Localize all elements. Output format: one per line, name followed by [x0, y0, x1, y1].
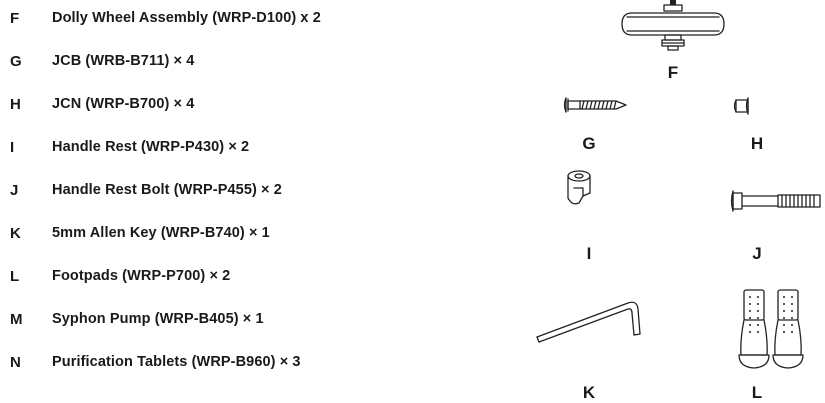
part-description: 5mm Allen Key (WRP-B740) × 1	[52, 225, 270, 241]
figure-label-i: I	[586, 244, 592, 263]
jcn-nut-illustration	[733, 97, 749, 115]
figure-label-f: F	[667, 63, 679, 82]
part-description: Handle Rest Bolt (WRP-P455) × 2	[52, 182, 282, 198]
part-letter: H	[10, 95, 21, 113]
dolly-wheel-illustration	[621, 0, 725, 51]
part-letter: M	[10, 310, 23, 328]
part-description: Handle Rest (WRP-P430) × 2	[52, 139, 250, 155]
figure-label-l: L	[751, 383, 763, 402]
part-description: Footpads (WRP-P700) × 2	[52, 268, 231, 284]
figure-label-h: H	[750, 134, 764, 153]
part-description: Syphon Pump (WRP-B405) × 1	[52, 311, 264, 327]
part-description: JCB (WRB-B711) × 4	[52, 53, 195, 69]
part-description: Dolly Wheel Assembly (WRP-D100) x 2	[52, 10, 321, 26]
part-letter: J	[10, 181, 19, 199]
handle-rest-bolt-illustration	[730, 190, 821, 212]
part-letter: L	[10, 267, 20, 285]
figure-label-j: J	[752, 244, 762, 263]
part-description: JCN (WRP-B700) × 4	[52, 96, 195, 112]
part-description: Purification Tablets (WRP-B960) × 3	[52, 354, 301, 370]
footpads-illustration	[738, 289, 804, 369]
jcb-bolt-illustration	[563, 97, 627, 113]
parts-list: F Dolly Wheel Assembly (WRP-D100) x 2 G …	[10, 9, 321, 371]
part-letter: K	[10, 224, 21, 242]
handle-rest-illustration	[567, 170, 591, 205]
part-letter: F	[10, 9, 20, 27]
part-letter: G	[10, 52, 22, 70]
part-letter: I	[10, 138, 15, 156]
allen-key-illustration	[536, 301, 641, 343]
part-letter: N	[10, 353, 21, 371]
figure-label-g: G	[582, 134, 596, 153]
figure-label-k: K	[582, 383, 596, 402]
